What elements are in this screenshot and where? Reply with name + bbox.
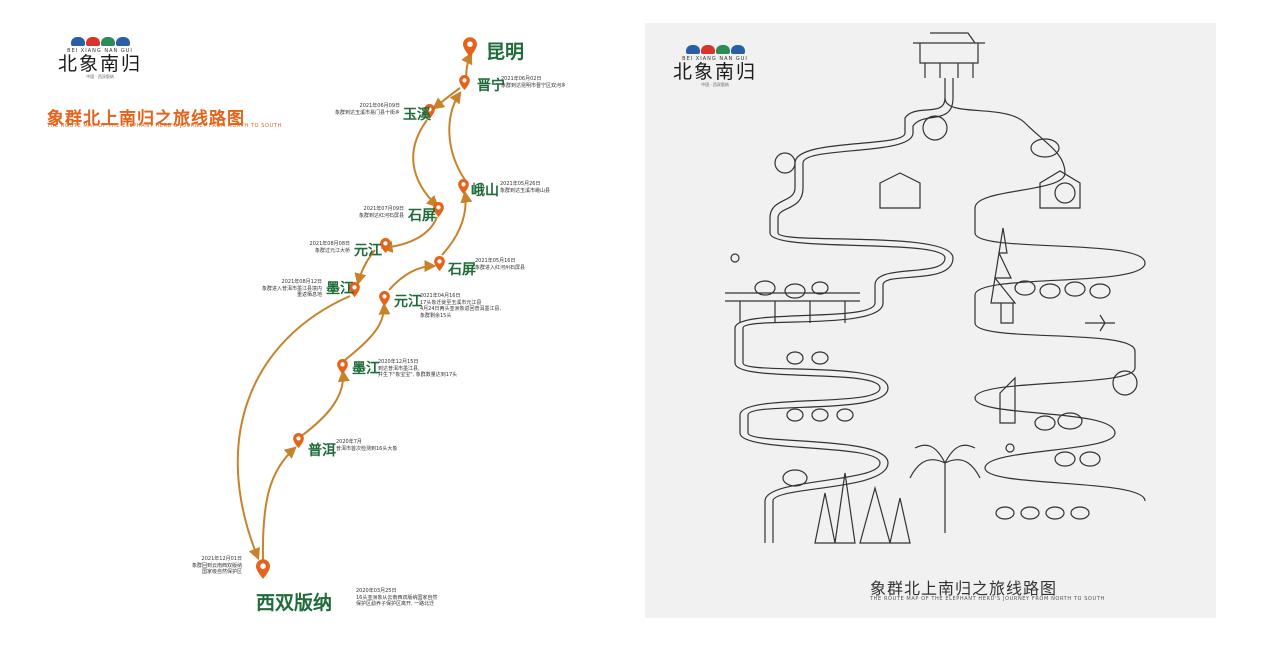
pin-puer <box>293 433 304 448</box>
elephant-icon-red <box>85 37 100 46</box>
bridge-icon <box>725 292 860 323</box>
route-segment-jinning-yuxi <box>432 87 461 110</box>
city-xishuangbanna: 西双版纳 <box>256 592 333 614</box>
route-segment-mojiang-xsbn <box>236 295 351 561</box>
city-kunming: 昆明 <box>486 41 525 63</box>
route-segment-yuanjiang-mojiang <box>354 249 376 286</box>
note-yuanjiang-west: 2021年08月08日 象群过元江大桥 <box>309 241 350 254</box>
winding-road-east <box>944 97 1146 502</box>
city-mojiang-west: 墨江 <box>326 281 354 297</box>
note-yuanjiang-east: 2021年04月16日 17头象迁徙至玉溪市元江县 4月24日两头亚洲象返回普洱… <box>420 293 502 319</box>
city-yuxi: 玉溪 <box>403 107 431 123</box>
note-xishuangbanna-start: 2020年03月25日 16头亚洲象从云南西双版纳国家自然 保护区勐养子保护区离… <box>356 588 438 607</box>
house-icon <box>1039 170 1081 209</box>
brand-name-en-right: BEI XIANG NAN GUI <box>682 56 748 62</box>
right-panel-title-en: THE ROUTE MAP OF THE ELEPHANT HERD'S JOU… <box>870 596 1105 602</box>
brand-name-en: BEI XIANG NAN GUI <box>67 48 133 54</box>
note-jinning: 2021年06月02日 象群到达昆明市晋宁区双河乡 <box>501 76 567 89</box>
brand-logo-right: BEI XIANG NAN GUI 北象南归 中国 · 西双版纳 <box>673 45 757 88</box>
pin-kunming <box>463 37 477 57</box>
stupa-icon <box>814 472 911 544</box>
route-segment-shiping-eshan <box>441 190 473 256</box>
left-panel: BEI XIANG NAN GUI 北象南归 中国 · 西双版纳 象群北上南归之… <box>0 0 620 647</box>
route-segment-mojiang-yuanjiang <box>344 302 391 361</box>
elephant-icon-green <box>100 37 115 46</box>
city-shiping-north: 石屏 <box>408 208 436 224</box>
note-shiping-south: 2021年05月16日 象群进入红河州石屏县 <box>475 258 526 271</box>
city-yuanjiang-east: 元江 <box>394 294 422 310</box>
route-segment-eshan-jinning <box>448 91 466 181</box>
illustrated-journey-map <box>725 32 1146 544</box>
route-segment-shiping-yuanjiang <box>380 216 438 253</box>
note-mojiang-west: 2021年08月12日 象群进入普洱市墨江县境内 重返栖息地 <box>261 279 322 298</box>
brand-subtitle: 中国 · 西双版纳 <box>86 74 114 79</box>
city-mojiang-south: 墨江 <box>352 361 380 377</box>
note-eshan: 2021年05月26日 象群到达玉溪市峨山县 <box>500 181 551 194</box>
elephant-icons-right <box>685 45 745 54</box>
route-segment-puer-mojiang <box>299 369 350 438</box>
elephant-icon-red <box>700 45 715 54</box>
elephant-illustration <box>1030 138 1060 158</box>
brand-name-cn: 北象南归 <box>58 53 143 75</box>
winding-road <box>734 78 946 543</box>
right-panel: BEI XIANG NAN GUI 北象南归 中国 · 西双版纳 <box>645 23 1216 618</box>
tree-icon <box>774 152 796 174</box>
pin-jinning <box>459 75 470 90</box>
elephant-icon-blue-2 <box>115 37 130 46</box>
elephant-icon-blue <box>685 45 700 54</box>
pin-mojiang-south <box>337 359 348 374</box>
route-map-title-en: THE ROUTE MAP OF THE ELEPHANT HERD'S JOU… <box>47 123 282 129</box>
city-eshan: 峨山 <box>471 183 499 199</box>
pin-xishuangbanna <box>256 559 270 579</box>
city-jinning: 晋宁 <box>477 78 505 94</box>
note-mojiang-south: 2020年12月15日 到达普洱市墨江县, 并生下"象宝宝", 象群数量达到17… <box>378 359 458 378</box>
route-segment-xsbn-puer <box>261 446 297 561</box>
elephant-icon-blue <box>70 37 85 46</box>
elephant-icons <box>70 37 130 46</box>
route-map <box>236 37 477 579</box>
city-yuanjiang-west: 元江 <box>354 243 382 259</box>
brand-logo-left: BEI XIANG NAN GUI 北象南归 中国 · 西双版纳 <box>58 37 142 80</box>
city-puer: 普洱 <box>308 443 336 459</box>
pin-eshan <box>458 179 469 194</box>
pin-shiping-south <box>434 256 445 271</box>
pin-yuanjiang-east <box>379 291 390 306</box>
sun-icon <box>730 253 740 263</box>
palm-tree-icon <box>909 444 981 533</box>
plane-icon <box>1085 314 1115 332</box>
brand-name-cn-right: 北象南归 <box>673 61 758 83</box>
note-puer: 2020年7月 普洱市首次检测到16头大象 <box>336 439 398 452</box>
note-xishuangbanna-return: 2021年12月01日 象群回到云南西双版纳 国家级自然保护区 <box>191 556 242 575</box>
right-panel-title: 象群北上南归之旅线路图 <box>870 579 1058 598</box>
pagoda-icon <box>990 227 1017 324</box>
city-shiping-south: 石屏 <box>448 262 476 278</box>
city-gate-icon <box>913 32 985 78</box>
route-map-title: 象群北上南归之旅线路图 <box>47 109 245 129</box>
route-segment-yuanjiang-shiping <box>388 260 437 291</box>
route-segment-yuxi-shiping <box>412 119 439 208</box>
elephant-icon-green <box>715 45 730 54</box>
note-yuxi: 2021年06月09日 象群到达玉溪市易门县十街乡 <box>334 103 400 116</box>
elephant-icon-blue-2 <box>730 45 745 54</box>
note-shiping-north: 2021年07月09日 象群到达红河石屏县 <box>358 206 404 219</box>
brand-subtitle-right: 中国 · 西双版纳 <box>701 82 729 87</box>
